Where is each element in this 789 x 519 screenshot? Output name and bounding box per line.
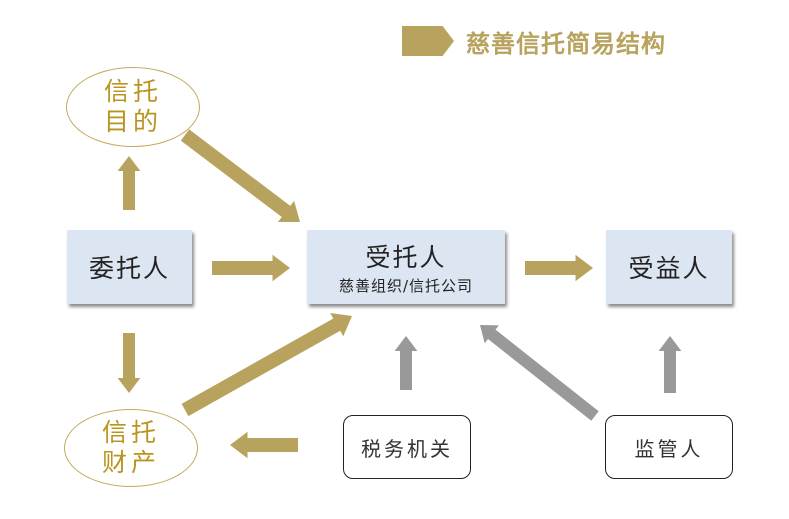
arrow-2-gold [212, 254, 290, 282]
trust-property-line2: 财产 [101, 448, 160, 477]
title-text: 慈善信托简易结构 [466, 29, 666, 58]
arrow-5-gold [525, 254, 593, 282]
arrow-0-gold [117, 156, 141, 210]
diagram-title: 慈善信托简易结构 [402, 25, 666, 58]
trust-property-ellipse: 信托 财产 [64, 409, 198, 487]
trustee-sublabel: 慈善组织/信托公司 [338, 277, 474, 295]
trust-purpose-line1: 信托 [103, 77, 162, 106]
beneficiary-box: 受益人 [606, 230, 732, 304]
trust-property-line1: 信托 [101, 418, 160, 447]
settlor-box: 委托人 [67, 230, 192, 304]
trustee-box: 受托人 慈善组织/信托公司 [307, 230, 505, 304]
arrow-4-gold [181, 313, 352, 417]
tax-authority-label: 税务机关 [361, 436, 453, 461]
trust-purpose-ellipse: 信托 目的 [66, 67, 200, 147]
arrow-1-gold [180, 129, 300, 222]
supervisor-label: 监管人 [634, 436, 704, 461]
title-flag-icon [402, 26, 454, 56]
tax-authority-box: 税务机关 [343, 415, 471, 479]
beneficiary-label: 受益人 [628, 254, 710, 283]
arrow-7-gray [394, 336, 418, 390]
arrow-9-gray [658, 336, 682, 393]
trust-purpose-line2: 目的 [103, 107, 162, 136]
arrow-3-gold [117, 333, 141, 393]
trustee-label: 受托人 [365, 243, 447, 272]
supervisor-box: 监管人 [605, 415, 733, 479]
settlor-label: 委托人 [88, 254, 170, 283]
arrow-8-gray [480, 325, 599, 421]
arrow-6-gold [230, 431, 298, 459]
